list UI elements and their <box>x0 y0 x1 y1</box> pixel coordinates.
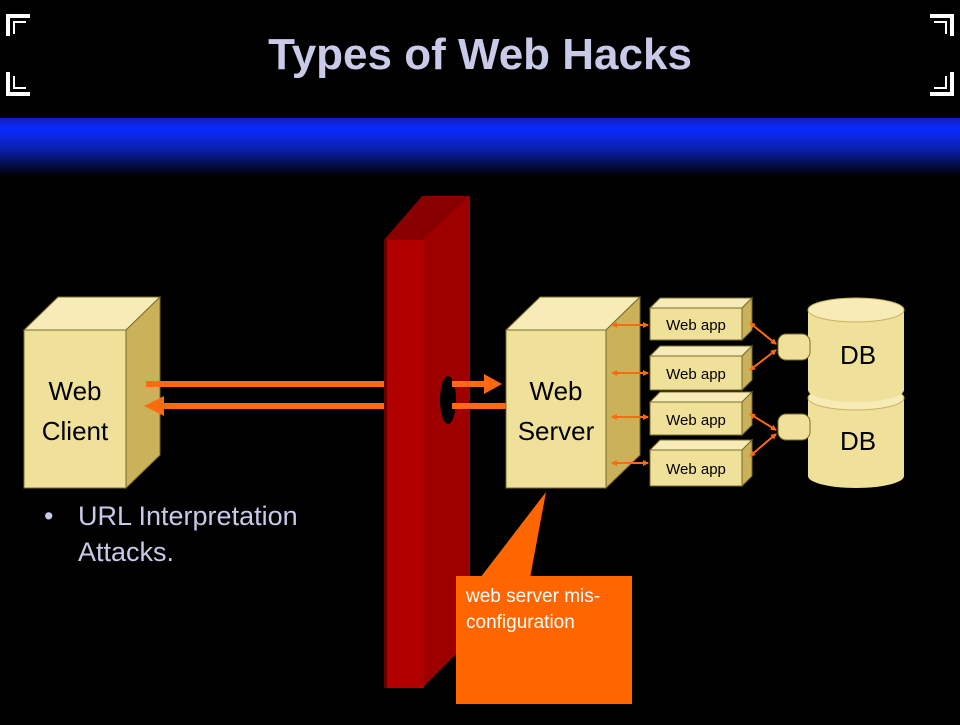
database-label: DB <box>840 426 876 456</box>
corner-bracket-bottom-left <box>6 72 30 96</box>
corner-bracket-top-right <box>930 14 954 36</box>
web-app-box: Web app <box>648 344 754 392</box>
web-client-box: Web Client <box>22 295 162 490</box>
pass-through-arrowhead <box>484 374 502 394</box>
firewall-hole <box>440 376 456 424</box>
web-server-label-line2: Server <box>518 416 595 446</box>
web-app-box: Web app <box>648 438 754 488</box>
bullet-text: URL Interpretation Attacks. <box>78 501 298 567</box>
page-title: Types of Web Hacks <box>268 30 692 79</box>
database-label: DB <box>840 340 876 370</box>
web-app-label: Web app <box>666 461 726 478</box>
server-app-connectors <box>611 322 649 466</box>
web-server-label-line1: Web <box>530 376 583 406</box>
corner-bracket-top-left <box>6 14 30 36</box>
web-app-box: Web app <box>648 296 754 342</box>
database-cylinder: DB <box>777 297 905 402</box>
web-app-label: Web app <box>666 412 726 429</box>
callout-box <box>456 492 632 704</box>
web-server-box: Web Server <box>504 295 642 490</box>
response-arrowhead <box>144 396 164 416</box>
web-client-label-line1: Web <box>49 376 102 406</box>
bullet-symbol: • <box>44 501 54 531</box>
app-db-connectors <box>749 322 777 457</box>
web-app-box: Web app <box>648 390 754 437</box>
callout-text: web server mis- configuration <box>466 586 601 633</box>
web-app-label: Web app <box>666 317 726 334</box>
firewall <box>384 196 470 688</box>
web-client-label-line2: Client <box>42 416 109 446</box>
corner-bracket-bottom-right <box>930 72 954 96</box>
web-app-label: Web app <box>666 366 726 383</box>
header-band <box>0 118 960 176</box>
